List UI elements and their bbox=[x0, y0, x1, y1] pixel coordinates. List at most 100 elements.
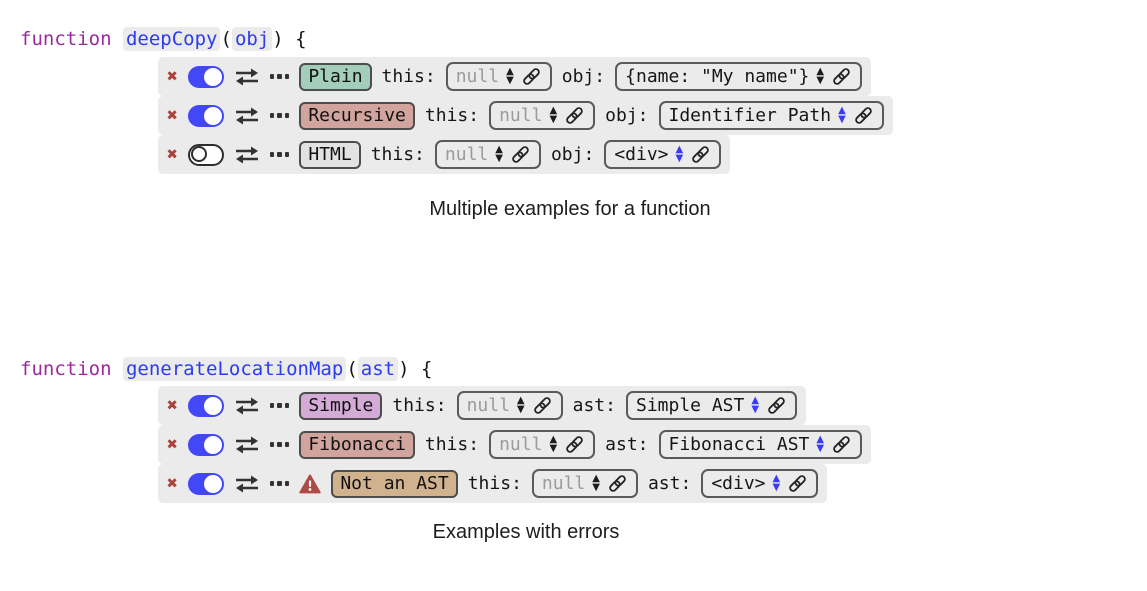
this-value: null bbox=[466, 395, 510, 416]
example-enable-toggle[interactable] bbox=[187, 394, 224, 417]
arg-value-box[interactable]: Identifier Path ▲▼ bbox=[658, 101, 884, 130]
more-options-button[interactable] bbox=[269, 403, 290, 408]
delete-example-button[interactable]: ✖ bbox=[167, 472, 178, 494]
arg-value-box[interactable]: <div> ▲▼ bbox=[604, 140, 722, 169]
link-icon[interactable] bbox=[532, 395, 553, 416]
example-name-badge[interactable]: HTML bbox=[299, 140, 361, 169]
this-label: this: bbox=[424, 105, 480, 126]
this-value-box[interactable]: null ▲▼ bbox=[445, 62, 552, 91]
delete-example-button[interactable]: ✖ bbox=[167, 143, 178, 165]
swap-arrows-icon[interactable] bbox=[234, 67, 260, 87]
delete-example-button[interactable]: ✖ bbox=[167, 394, 178, 416]
link-icon[interactable] bbox=[766, 395, 787, 416]
stepper-icon[interactable]: ▲▼ bbox=[506, 66, 514, 86]
link-icon[interactable] bbox=[787, 473, 808, 494]
this-value: null bbox=[541, 473, 586, 494]
keyword-function: function bbox=[20, 28, 112, 50]
example-name-badge[interactable]: Fibonacci bbox=[299, 430, 415, 459]
more-options-button[interactable] bbox=[269, 113, 290, 118]
toggle-knob bbox=[190, 146, 207, 163]
this-value: null bbox=[499, 434, 543, 455]
swap-arrows-icon[interactable] bbox=[234, 474, 260, 494]
this-value-box[interactable]: null ▲▼ bbox=[456, 391, 563, 420]
example-row-plain: ✖ Plain this: null ▲▼ obj: {name: "My na… bbox=[158, 57, 872, 96]
param-token[interactable]: obj bbox=[231, 27, 273, 51]
example-name-badge[interactable]: Not an AST bbox=[331, 469, 458, 498]
swap-arrows-icon[interactable] bbox=[234, 435, 260, 455]
more-options-button[interactable] bbox=[269, 481, 290, 486]
stepper-icon[interactable]: ▲▼ bbox=[816, 434, 825, 454]
link-icon[interactable] bbox=[521, 66, 542, 87]
stepper-icon[interactable]: ▲▼ bbox=[495, 144, 503, 164]
this-label: this: bbox=[381, 66, 436, 87]
stepper-icon[interactable]: ▲▼ bbox=[549, 434, 558, 454]
more-options-button[interactable] bbox=[269, 152, 290, 157]
arg-value: {name: "My name"} bbox=[625, 66, 810, 87]
delete-example-button[interactable]: ✖ bbox=[167, 65, 178, 87]
function-name-token[interactable]: deepCopy bbox=[122, 27, 221, 51]
stepper-icon[interactable]: ▲▼ bbox=[816, 66, 825, 86]
arg-label: obj: bbox=[605, 105, 649, 126]
example-enable-toggle[interactable] bbox=[187, 433, 224, 456]
delete-example-button[interactable]: ✖ bbox=[167, 104, 178, 126]
example-row-fibonacci: ✖ Fibonacci this: null ▲▼ ast: Fibonacci… bbox=[158, 425, 872, 464]
stepper-icon[interactable]: ▲▼ bbox=[675, 144, 684, 164]
delete-example-button[interactable]: ✖ bbox=[167, 433, 178, 455]
example-enable-toggle[interactable] bbox=[187, 143, 224, 166]
toggle-knob bbox=[203, 474, 222, 493]
arg-value-box[interactable]: {name: "My name"} ▲▼ bbox=[615, 62, 863, 91]
arg-value-box[interactable]: Fibonacci AST ▲▼ bbox=[658, 430, 863, 459]
more-options-button[interactable] bbox=[269, 74, 290, 79]
arg-label: obj: bbox=[550, 144, 595, 165]
this-value: null bbox=[499, 105, 543, 126]
example-name-badge[interactable]: Recursive bbox=[299, 101, 415, 130]
arg-value-box[interactable]: <div> ▲▼ bbox=[701, 469, 819, 498]
stepper-icon[interactable]: ▲▼ bbox=[592, 473, 600, 493]
example-name-badge[interactable]: Simple bbox=[299, 391, 383, 420]
stepper-icon[interactable]: ▲▼ bbox=[516, 395, 525, 415]
swap-arrows-icon[interactable] bbox=[234, 145, 260, 165]
stepper-icon[interactable]: ▲▼ bbox=[838, 105, 846, 125]
arg-label: ast: bbox=[572, 395, 616, 416]
toggle-knob bbox=[203, 106, 222, 125]
this-label: this: bbox=[370, 144, 425, 165]
link-icon[interactable] bbox=[564, 105, 585, 126]
this-value-box[interactable]: null ▲▼ bbox=[531, 469, 638, 498]
stepper-icon[interactable]: ▲▼ bbox=[772, 473, 781, 493]
this-label: this: bbox=[424, 434, 480, 455]
example-row-html: ✖ HTML this: null ▲▼ obj: <div> ▲▼ bbox=[158, 135, 731, 174]
toggle-knob bbox=[203, 396, 222, 415]
this-value-box[interactable]: null ▲▼ bbox=[434, 140, 541, 169]
example-enable-toggle[interactable] bbox=[187, 65, 224, 88]
link-icon[interactable] bbox=[831, 434, 852, 455]
this-value-box[interactable]: null ▲▼ bbox=[489, 101, 596, 130]
link-icon[interactable] bbox=[831, 66, 852, 87]
arg-value: Simple AST bbox=[635, 395, 745, 416]
arg-value-box[interactable]: Simple AST ▲▼ bbox=[625, 391, 798, 420]
param-token[interactable]: ast bbox=[357, 357, 399, 381]
function-name-token[interactable]: generateLocationMap bbox=[122, 357, 347, 381]
example-enable-toggle[interactable] bbox=[187, 104, 224, 127]
link-icon[interactable] bbox=[564, 434, 585, 455]
examples-panel-generatelocationmap: ✖ Simple this: null ▲▼ ast: Simple AST ▲… bbox=[158, 386, 872, 503]
error-warning-icon[interactable] bbox=[299, 473, 322, 494]
keyword-function: function bbox=[20, 358, 112, 380]
link-icon[interactable] bbox=[510, 144, 531, 165]
this-label: this: bbox=[467, 473, 522, 494]
swap-arrows-icon[interactable] bbox=[234, 106, 260, 126]
stepper-icon[interactable]: ▲▼ bbox=[549, 105, 558, 125]
caption-multiple-examples: Multiple examples for a function bbox=[429, 198, 711, 220]
link-icon[interactable] bbox=[690, 144, 711, 165]
arg-value: <div> bbox=[711, 473, 766, 494]
more-options-button[interactable] bbox=[269, 442, 290, 447]
toggle-knob bbox=[203, 435, 222, 454]
example-enable-toggle[interactable] bbox=[187, 472, 224, 495]
arg-label: ast: bbox=[605, 434, 649, 455]
example-name-badge[interactable]: Plain bbox=[299, 62, 372, 91]
stepper-icon[interactable]: ▲▼ bbox=[751, 395, 760, 415]
arg-label: ast: bbox=[647, 473, 692, 494]
swap-arrows-icon[interactable] bbox=[234, 396, 260, 416]
link-icon[interactable] bbox=[853, 105, 874, 126]
link-icon[interactable] bbox=[607, 473, 628, 494]
this-value-box[interactable]: null ▲▼ bbox=[489, 430, 596, 459]
